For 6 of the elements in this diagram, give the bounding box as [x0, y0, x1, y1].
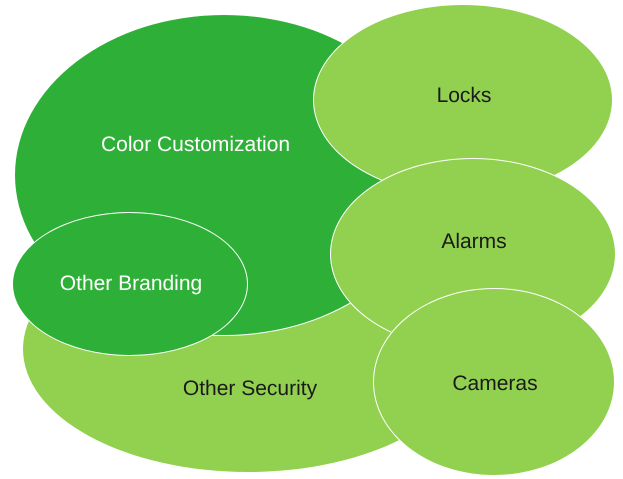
bubble-label: Other Security	[182, 376, 318, 402]
bubble-label: Locks	[436, 83, 492, 109]
bubble-label: Cameras	[451, 371, 539, 397]
bubble-label: Alarms	[440, 229, 508, 255]
bubble-label: Color Customization	[101, 132, 292, 158]
bubble-label: Other Branding	[58, 271, 204, 297]
